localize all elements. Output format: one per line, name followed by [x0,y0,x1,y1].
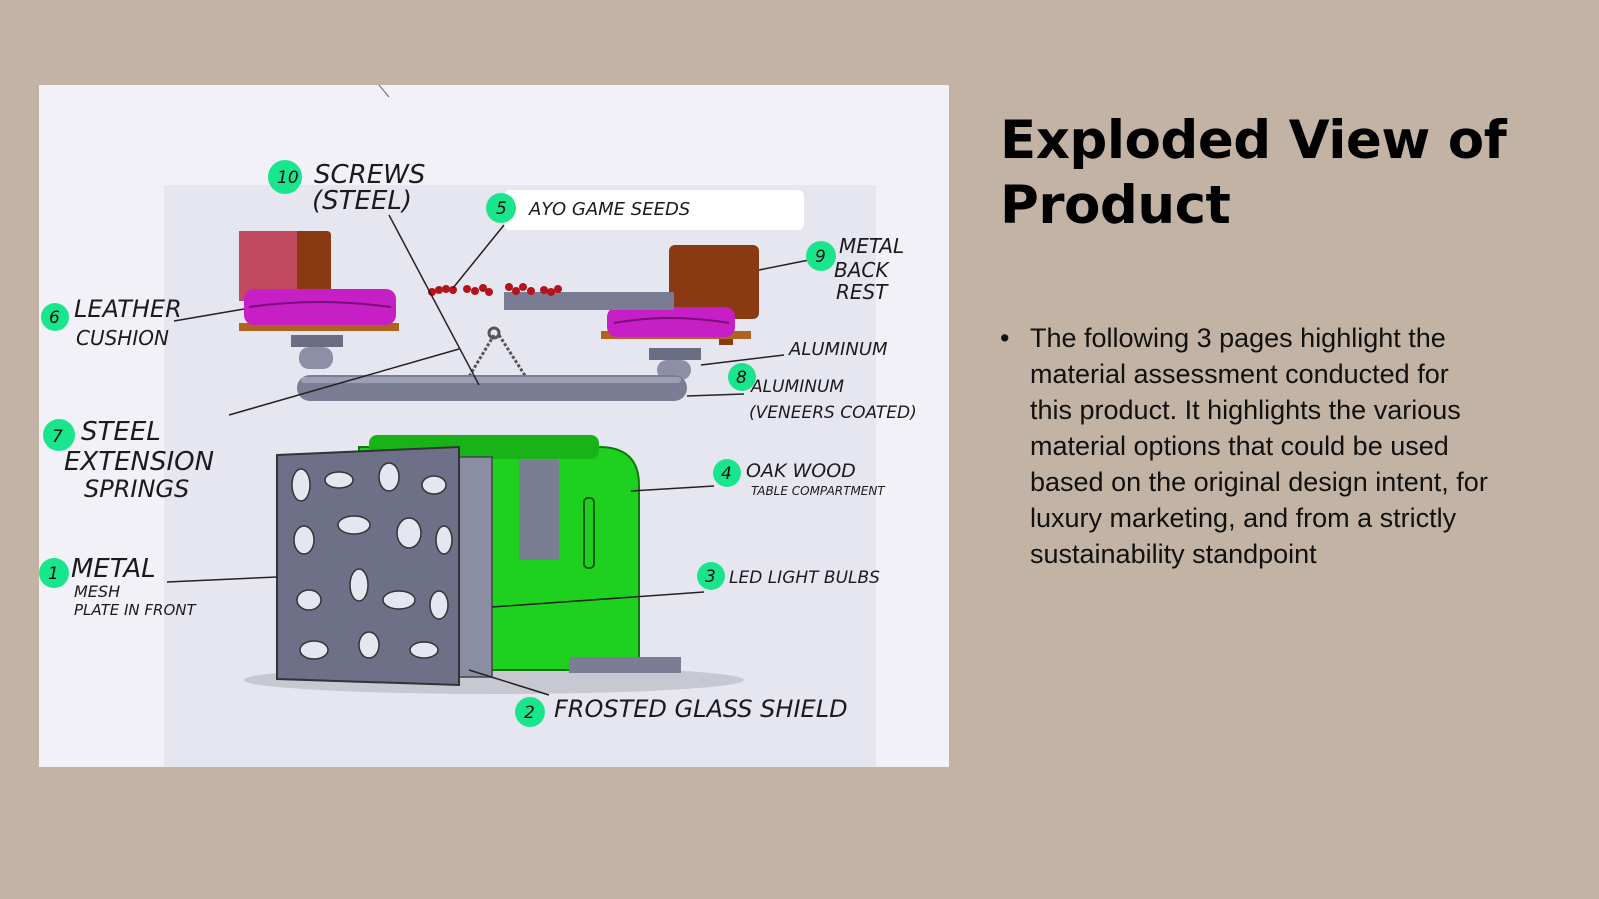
label-aluminum: ALUMINUM [788,339,888,360]
label-3-number: 3 [705,567,716,587]
label-8-number: 8 [736,368,747,388]
label-9-number: 9 [815,247,826,267]
label-10-number: 10 [277,168,299,188]
right-cushion [607,307,735,337]
label-6-line1: LEATHER [74,295,182,323]
leader-lines [166,214,815,696]
label-5-number: 5 [496,199,507,219]
label-2-number: 2 [524,703,535,723]
left-seat [239,231,399,369]
game-board [504,292,674,310]
label-1-line2: MESH [74,582,120,601]
label-1-line3: PLATE IN FRONT [74,601,197,619]
label-4-line2: TABLE COMPARTMENT [751,484,886,498]
label-10-line2: (STEEL) [312,186,412,216]
right-seat [601,245,759,380]
seeds-label-note [504,190,804,230]
slide-title: Exploded View of Product [1000,110,1507,236]
left-seat-plate [239,323,399,331]
label-3-line1: LED LIGHT BULBS [729,568,880,588]
label-9-line2: BACK [834,258,890,282]
label-1-line1: METAL [71,554,156,584]
callout-labels: 10 SCREWS (STEEL) 5 AYO GAME SEEDS 9 MET… [48,160,917,723]
label-4-number: 4 [721,464,732,484]
number-badges [39,160,836,727]
label-7-line2: EXTENSION [64,447,214,477]
cabinet-slot [583,497,595,569]
label-7-line1: STEEL [81,417,161,447]
label-5-line1: AYO GAME SEEDS [528,199,690,220]
label-9-line1: METAL [839,234,904,258]
label-6-line2: CUSHION [76,326,169,350]
table-drawer [569,657,681,673]
bullet-list: The following 3 pages highlight the mate… [1000,320,1490,572]
right-mount [649,348,701,360]
metal-mesh-plate [276,445,460,687]
bullet-item: The following 3 pages highlight the mate… [1000,320,1490,572]
label-1-number: 1 [48,564,59,584]
label-9-line3: REST [836,280,889,304]
label-4-line1: OAK WOOD [746,460,856,482]
label-7-number: 7 [52,427,63,447]
label-8-line2: (VENEERS COATED) [749,403,917,423]
label-8-line1: ALUMINUM [750,377,844,397]
ayo-game-seeds [428,283,562,296]
label-10-line1: SCREWS [314,160,425,190]
left-cushion [244,289,396,325]
left-mount [291,335,343,347]
right-back-rest [669,245,759,319]
label-7-line3: SPRINGS [84,475,189,503]
label-2-line1: FROSTED GLASS SHIELD [554,695,848,723]
exploded-view-figure: 10 SCREWS (STEEL) 5 AYO GAME SEEDS 9 MET… [39,85,949,767]
label-6-number: 6 [49,308,60,328]
